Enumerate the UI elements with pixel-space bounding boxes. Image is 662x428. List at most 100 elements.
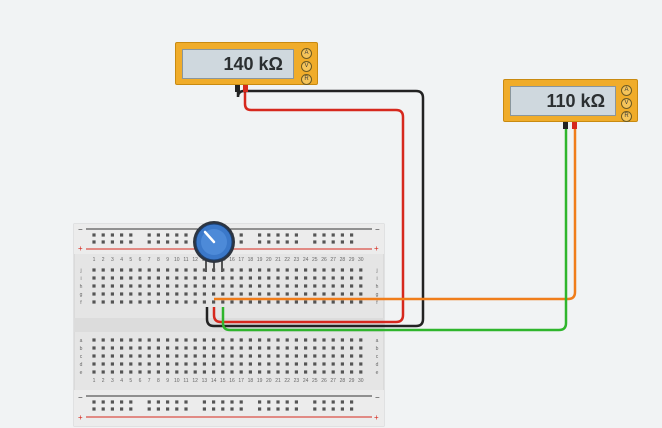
terminal-hole[interactable] [294, 268, 298, 272]
rail-hole[interactable] [322, 233, 326, 237]
terminal-hole[interactable] [138, 338, 142, 342]
terminal-hole[interactable] [285, 268, 289, 272]
terminal-hole[interactable] [285, 370, 289, 374]
terminal-hole[interactable] [350, 362, 354, 366]
terminal-hole[interactable] [175, 370, 179, 374]
terminal-hole[interactable] [212, 362, 216, 366]
terminal-hole[interactable] [212, 338, 216, 342]
terminal-hole[interactable] [248, 284, 252, 288]
terminal-hole[interactable] [101, 338, 105, 342]
rail-hole[interactable] [230, 407, 234, 411]
terminal-hole[interactable] [184, 268, 188, 272]
terminal-hole[interactable] [110, 292, 114, 296]
rail-hole[interactable] [239, 233, 243, 237]
terminal-hole[interactable] [276, 362, 280, 366]
terminal-hole[interactable] [285, 338, 289, 342]
rail-hole[interactable] [331, 400, 335, 404]
terminal-hole[interactable] [156, 338, 160, 342]
rail-hole[interactable] [166, 233, 170, 237]
terminal-hole[interactable] [313, 362, 317, 366]
terminal-hole[interactable] [138, 268, 142, 272]
terminal-hole[interactable] [156, 292, 160, 296]
rail-hole[interactable] [156, 240, 160, 244]
terminal-hole[interactable] [110, 276, 114, 280]
terminal-hole[interactable] [239, 346, 243, 350]
rail-hole[interactable] [294, 240, 298, 244]
terminal-hole[interactable] [294, 292, 298, 296]
terminal-hole[interactable] [340, 300, 344, 304]
terminal-hole[interactable] [285, 284, 289, 288]
terminal-hole[interactable] [184, 362, 188, 366]
rail-hole[interactable] [267, 240, 271, 244]
rail-hole[interactable] [276, 407, 280, 411]
terminal-hole[interactable] [101, 300, 105, 304]
ohmmeter-mode-button[interactable]: R [621, 111, 632, 122]
terminal-hole[interactable] [120, 362, 124, 366]
terminal-hole[interactable] [156, 276, 160, 280]
terminal-hole[interactable] [322, 276, 326, 280]
terminal-hole[interactable] [138, 354, 142, 358]
terminal-hole[interactable] [359, 284, 363, 288]
rail-hole[interactable] [101, 407, 105, 411]
rail-hole[interactable] [184, 407, 188, 411]
rail-hole[interactable] [202, 400, 206, 404]
rail-hole[interactable] [340, 233, 344, 237]
terminal-hole[interactable] [230, 276, 234, 280]
terminal-hole[interactable] [304, 362, 308, 366]
terminal-hole[interactable] [340, 370, 344, 374]
terminal-hole[interactable] [258, 284, 262, 288]
rail-hole[interactable] [175, 233, 179, 237]
terminal-hole[interactable] [331, 300, 335, 304]
terminal-hole[interactable] [138, 284, 142, 288]
terminal-hole[interactable] [193, 370, 197, 374]
terminal-hole[interactable] [193, 346, 197, 350]
terminal-hole[interactable] [92, 370, 96, 374]
terminal-hole[interactable] [248, 346, 252, 350]
terminal-hole[interactable] [156, 346, 160, 350]
terminal-hole[interactable] [285, 276, 289, 280]
terminal-hole[interactable] [239, 370, 243, 374]
terminal-hole[interactable] [304, 338, 308, 342]
rail-hole[interactable] [239, 400, 243, 404]
terminal-hole[interactable] [276, 284, 280, 288]
terminal-hole[interactable] [304, 268, 308, 272]
terminal-hole[interactable] [221, 292, 225, 296]
terminal-hole[interactable] [285, 292, 289, 296]
terminal-hole[interactable] [175, 300, 179, 304]
terminal-hole[interactable] [350, 338, 354, 342]
rail-hole[interactable] [184, 400, 188, 404]
terminal-hole[interactable] [230, 354, 234, 358]
terminal-hole[interactable] [212, 354, 216, 358]
terminal-hole[interactable] [221, 284, 225, 288]
terminal-hole[interactable] [230, 292, 234, 296]
rail-hole[interactable] [350, 400, 354, 404]
rail-hole[interactable] [110, 400, 114, 404]
terminal-hole[interactable] [248, 338, 252, 342]
terminal-hole[interactable] [184, 292, 188, 296]
voltmeter-mode-button[interactable]: V [301, 61, 312, 72]
terminal-hole[interactable] [110, 346, 114, 350]
rail-hole[interactable] [285, 240, 289, 244]
rail-hole[interactable] [129, 407, 133, 411]
terminal-hole[interactable] [147, 292, 151, 296]
terminal-hole[interactable] [331, 370, 335, 374]
terminal-hole[interactable] [202, 370, 206, 374]
terminal-hole[interactable] [175, 284, 179, 288]
terminal-hole[interactable] [110, 362, 114, 366]
terminal-hole[interactable] [101, 362, 105, 366]
terminal-hole[interactable] [248, 292, 252, 296]
terminal-hole[interactable] [175, 292, 179, 296]
terminal-hole[interactable] [294, 276, 298, 280]
terminal-hole[interactable] [331, 362, 335, 366]
rail-hole[interactable] [267, 400, 271, 404]
terminal-hole[interactable] [129, 346, 133, 350]
terminal-hole[interactable] [92, 338, 96, 342]
terminal-hole[interactable] [92, 300, 96, 304]
terminal-hole[interactable] [258, 300, 262, 304]
rail-hole[interactable] [340, 400, 344, 404]
terminal-hole[interactable] [304, 354, 308, 358]
terminal-hole[interactable] [138, 276, 142, 280]
rail-hole[interactable] [202, 407, 206, 411]
terminal-hole[interactable] [359, 268, 363, 272]
